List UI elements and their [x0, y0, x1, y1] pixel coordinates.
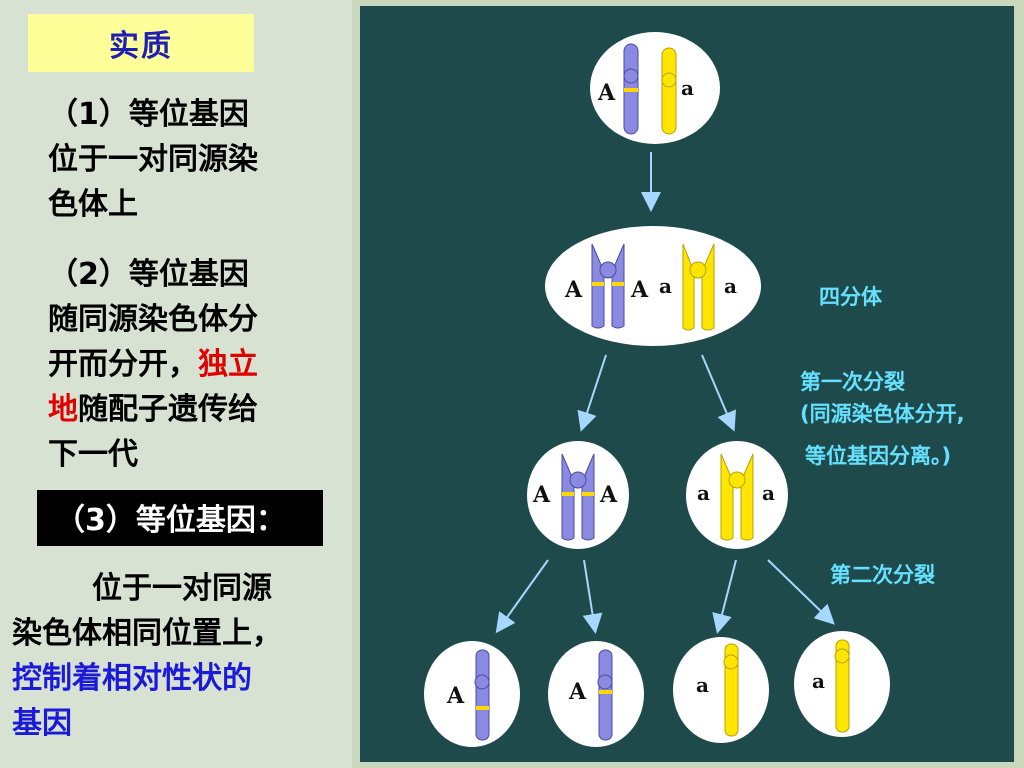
allele-label: A: [599, 482, 618, 508]
point-3-line-1: 位于一对同源: [92, 571, 272, 606]
meiosis-1-label: 第一次分裂: [800, 370, 905, 394]
tetrad-label: 四分体: [819, 285, 883, 309]
cell-6: A: [548, 641, 644, 747]
meiosis-diagram: A a A A a a A A: [424, 32, 965, 747]
chromosome-yellow: [661, 47, 677, 135]
text-panel: 实质 （1）等位基因 位于一对同源染 色体上 （2）等位基因 随同源染色体分 开…: [0, 0, 352, 768]
chromosome-pair-yellow: [682, 243, 715, 331]
point-1-line-2: 位于一对同源染: [48, 142, 258, 177]
allele-label: a: [724, 274, 737, 298]
independent-highlight-end: 地: [48, 392, 78, 427]
point-2-line-5: 下一代: [48, 437, 138, 472]
point-2-line-4: 地随配子遗传给: [48, 387, 338, 432]
point-3-blue-line-2: 基因: [12, 706, 72, 741]
allele-label: A: [597, 80, 616, 106]
allele-label: a: [697, 481, 710, 505]
chromosome-pair-blue: [591, 243, 625, 329]
cell-5: A: [424, 641, 520, 747]
point-3-heading-box: （3）等位基因：: [37, 490, 323, 546]
arrow-5: [582, 559, 603, 634]
allele-label: a: [696, 673, 709, 697]
independent-highlight: 独立: [198, 347, 258, 382]
point-1-line-3: 色体上: [48, 187, 138, 222]
arrow-2: [577, 354, 607, 432]
allele-label: a: [812, 669, 825, 693]
point-3-blue-line-1: 控制着相对性状的: [12, 661, 252, 696]
meiosis-1-note-line-2: 等位基因分离。): [805, 444, 951, 468]
title-box: 实质: [28, 14, 254, 72]
cell-1: A a: [590, 32, 720, 144]
slide-title: 实质: [109, 29, 173, 64]
allele-label: A: [564, 277, 583, 303]
diagram-panel: A a A A a a A A: [360, 6, 1014, 762]
point-2-line-1: （2）等位基因: [48, 257, 249, 292]
meiosis-2-label: 第二次分裂: [830, 563, 935, 587]
cell-7: a: [673, 637, 769, 743]
point-2: （2）等位基因 随同源染色体分 开而分开，独立 地随配子遗传给 下一代: [48, 252, 338, 477]
cell-4: a a: [686, 441, 788, 549]
arrow-4: [495, 559, 549, 634]
point-3-line-2: 染色体相同位置上，: [12, 616, 282, 651]
arrow-3: [701, 354, 736, 432]
allele-label: a: [659, 274, 672, 298]
point-3-heading: （3）等位基因：: [55, 503, 286, 538]
point-2-line-3: 开而分开，独立: [48, 342, 338, 387]
allele-label: a: [762, 481, 775, 505]
cell-3: A A: [527, 441, 629, 549]
allele-label: A: [568, 679, 587, 705]
cell-2-tetrad: A A a a: [545, 226, 761, 346]
point-1: （1）等位基因 位于一对同源染 色体上: [48, 92, 338, 227]
point-3: 位于一对同源 染色体相同位置上， 控制着相对性状的 基因: [12, 566, 342, 746]
allele-label: A: [630, 277, 649, 303]
point-2-line-4-text: 随配子遗传给: [78, 392, 258, 427]
point-2-line-2: 随同源染色体分: [48, 302, 258, 337]
allele-label: A: [446, 683, 465, 709]
cell-8: a: [794, 631, 890, 737]
point-1-line-1: （1）等位基因: [48, 97, 249, 132]
meiosis-1-note-line-1: (同源染色体分开,: [800, 402, 965, 426]
allele-label: a: [681, 76, 694, 100]
arrow-6: [712, 559, 737, 634]
point-2-line-3-text: 开而分开，: [48, 347, 198, 382]
allele-label: A: [532, 482, 551, 508]
chromosome-blue: [623, 43, 639, 135]
arrow-7: [767, 559, 835, 625]
